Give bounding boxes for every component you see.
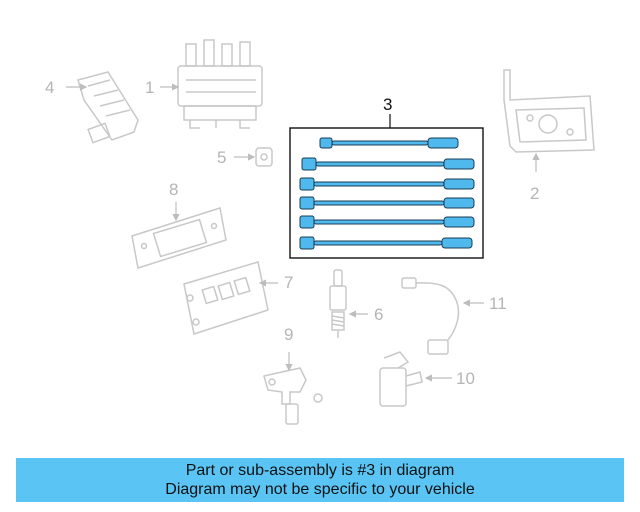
- part-11-oxygen-sensor[interactable]: [401, 277, 460, 355]
- part-4-harness[interactable]: [77, 71, 139, 144]
- callout-10: 10: [456, 369, 475, 388]
- callout-2: 2: [530, 184, 540, 203]
- callout-4: 4: [45, 78, 55, 97]
- part-8-module-bracket[interactable]: [131, 207, 227, 269]
- part-6-spark-plug[interactable]: [329, 269, 347, 338]
- callout-3: 3: [383, 95, 393, 114]
- wire-6[interactable]: [299, 236, 473, 250]
- part-1-coil-pack[interactable]: [177, 39, 263, 129]
- callout-9: 9: [284, 325, 294, 344]
- callout-8: 8: [169, 180, 179, 199]
- banner-line-1: Part or sub-assembly is #3 in diagram: [185, 462, 455, 479]
- part-10-crank-sensor[interactable]: [379, 351, 423, 407]
- wire-4[interactable]: [299, 196, 475, 210]
- banner-line-2: Diagram may not be specific to your vehi…: [165, 481, 475, 498]
- info-banner: Part or sub-assembly is #3 in diagram Di…: [16, 458, 624, 502]
- callout-1: 1: [145, 78, 155, 97]
- wire-5[interactable]: [299, 215, 475, 229]
- part-5-sensor[interactable]: [255, 147, 273, 167]
- part-7-ecm[interactable]: [183, 261, 269, 335]
- wire-1[interactable]: [319, 137, 459, 149]
- wire-2[interactable]: [301, 157, 475, 171]
- part-3-wire-set[interactable]: [299, 137, 475, 250]
- part-9-cam-sensor[interactable]: [263, 367, 323, 425]
- callout-5: 5: [217, 148, 227, 167]
- callout-6: 6: [374, 305, 384, 324]
- part-2-bracket[interactable]: [503, 69, 595, 153]
- part-3-box[interactable]: [289, 127, 484, 259]
- wire-3[interactable]: [299, 177, 475, 191]
- callout-7: 7: [284, 273, 294, 292]
- callout-11: 11: [489, 294, 507, 313]
